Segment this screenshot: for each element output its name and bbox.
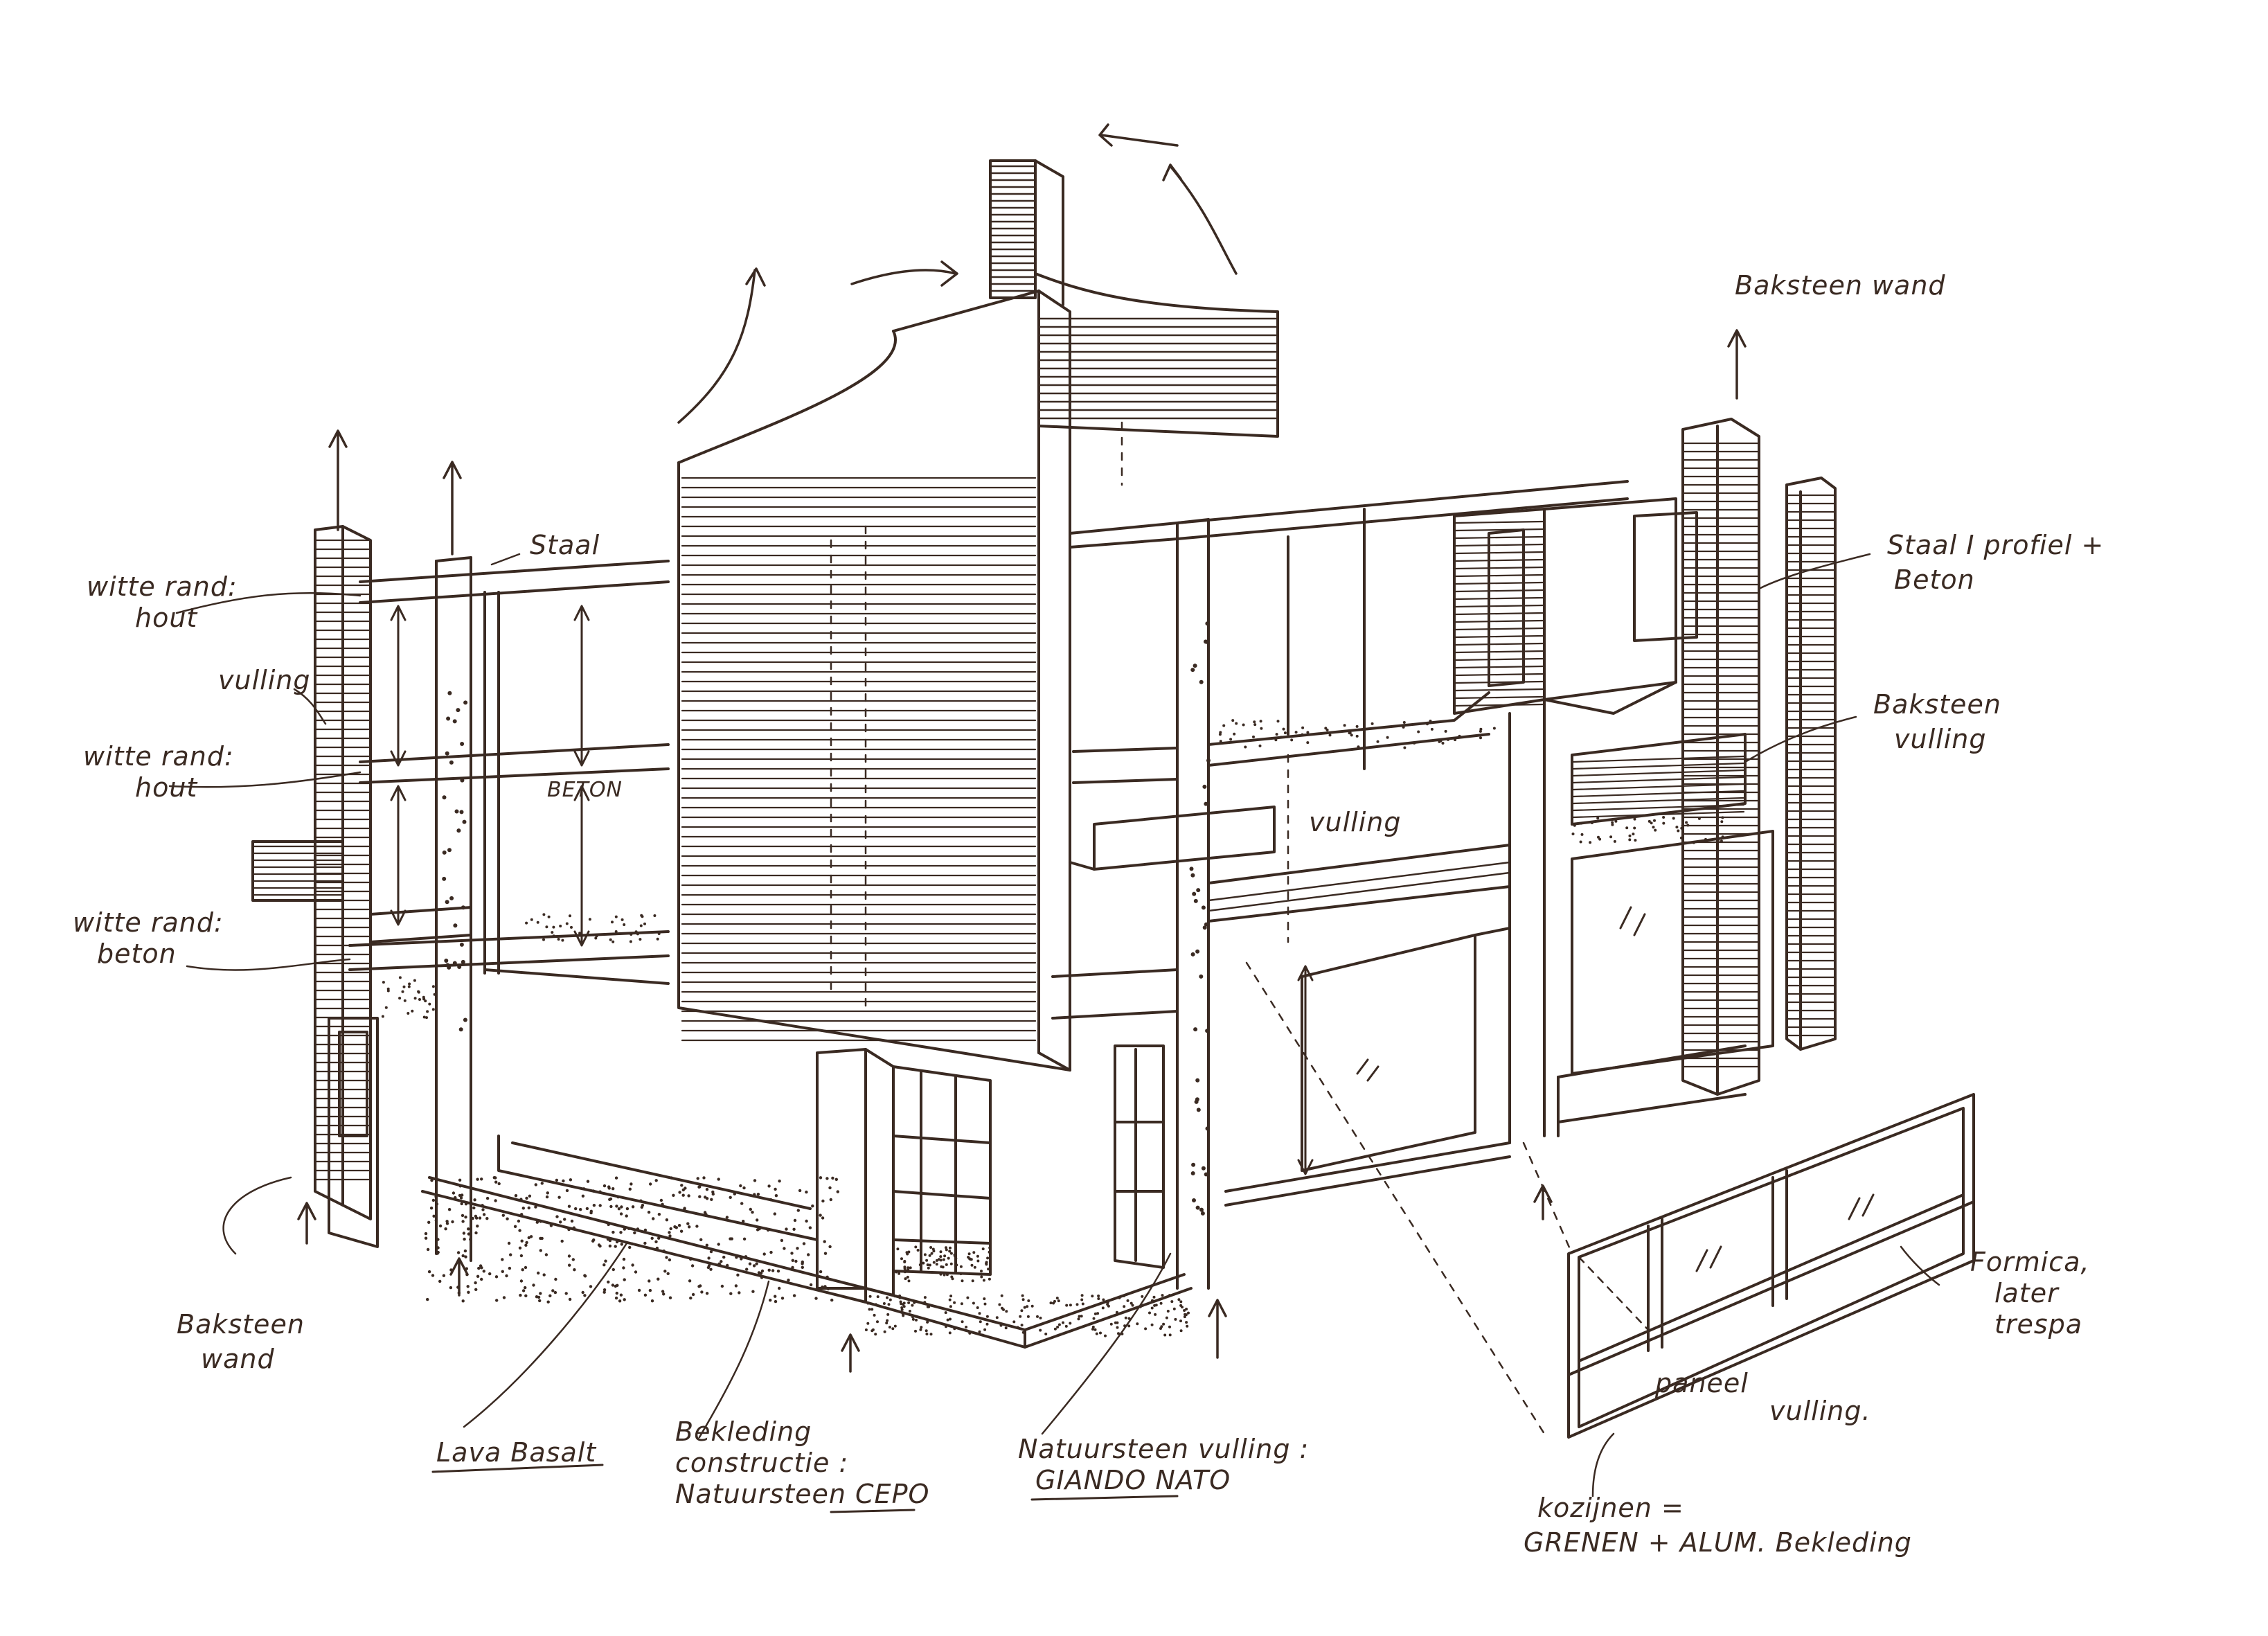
left-frame <box>251 525 819 1262</box>
label-vulling-center: vulling <box>1309 807 1401 837</box>
labels: witte rand: hout vulling witte rand: hou… <box>73 270 2113 1558</box>
label-natuursteen-vulling: Natuursteen vulling : GIANDO NATO <box>1018 1434 1318 1495</box>
central-striped-wall <box>677 290 1071 1072</box>
direction-arrows <box>297 123 1747 1373</box>
label-vulling-right: vulling. <box>1769 1396 1871 1426</box>
label-staal-i-profiel: Staal I profiel + Beton <box>1887 530 2113 595</box>
underline-lava-basalt <box>431 1464 604 1473</box>
right-brick-pillar <box>1681 418 1837 1096</box>
underline-giando-nato <box>1030 1495 1179 1501</box>
dimension-arrows <box>390 605 1314 1175</box>
label-baksteen-wand-top: Baksteen wand <box>1735 270 1946 301</box>
label-witte-rand-hout-1: witte rand: hout <box>87 571 247 633</box>
label-lava-basalt: Lava Basalt <box>436 1437 597 1468</box>
label-kozijnen: kozijnen = GRENEN + ALUM. Bekleding <box>1524 1493 1912 1558</box>
top-chimney <box>677 159 1279 464</box>
concrete-stipples <box>381 621 1724 1337</box>
leader-lines <box>168 553 1940 1497</box>
right-upper-frame <box>1051 480 1629 1290</box>
panel-window-detail <box>1567 1093 1975 1439</box>
building-sketch <box>251 159 1975 1439</box>
label-formica: Formica, later trespa <box>1970 1247 2099 1340</box>
base-pillars <box>421 1044 1193 1349</box>
label-bekleding: Bekleding constructie : Natuursteen CEPO <box>675 1416 929 1509</box>
label-paneel: paneel <box>1654 1368 1749 1398</box>
label-beton: BETON <box>547 778 623 802</box>
label-staal: Staal <box>530 530 600 560</box>
label-vulling-left: vulling <box>218 665 310 695</box>
underline-cepo <box>830 1509 916 1513</box>
right-brick-zone <box>1453 497 1774 1144</box>
dashed-leaders <box>830 421 1573 1435</box>
label-witte-rand-beton: witte rand: beton <box>73 907 233 969</box>
label-baksteen-wand-left: Baksteen wand <box>177 1309 314 1374</box>
label-witte-rand-hout-2: witte rand: hout <box>83 741 243 803</box>
label-baksteen-vulling: Baksteen vulling <box>1873 689 2010 754</box>
